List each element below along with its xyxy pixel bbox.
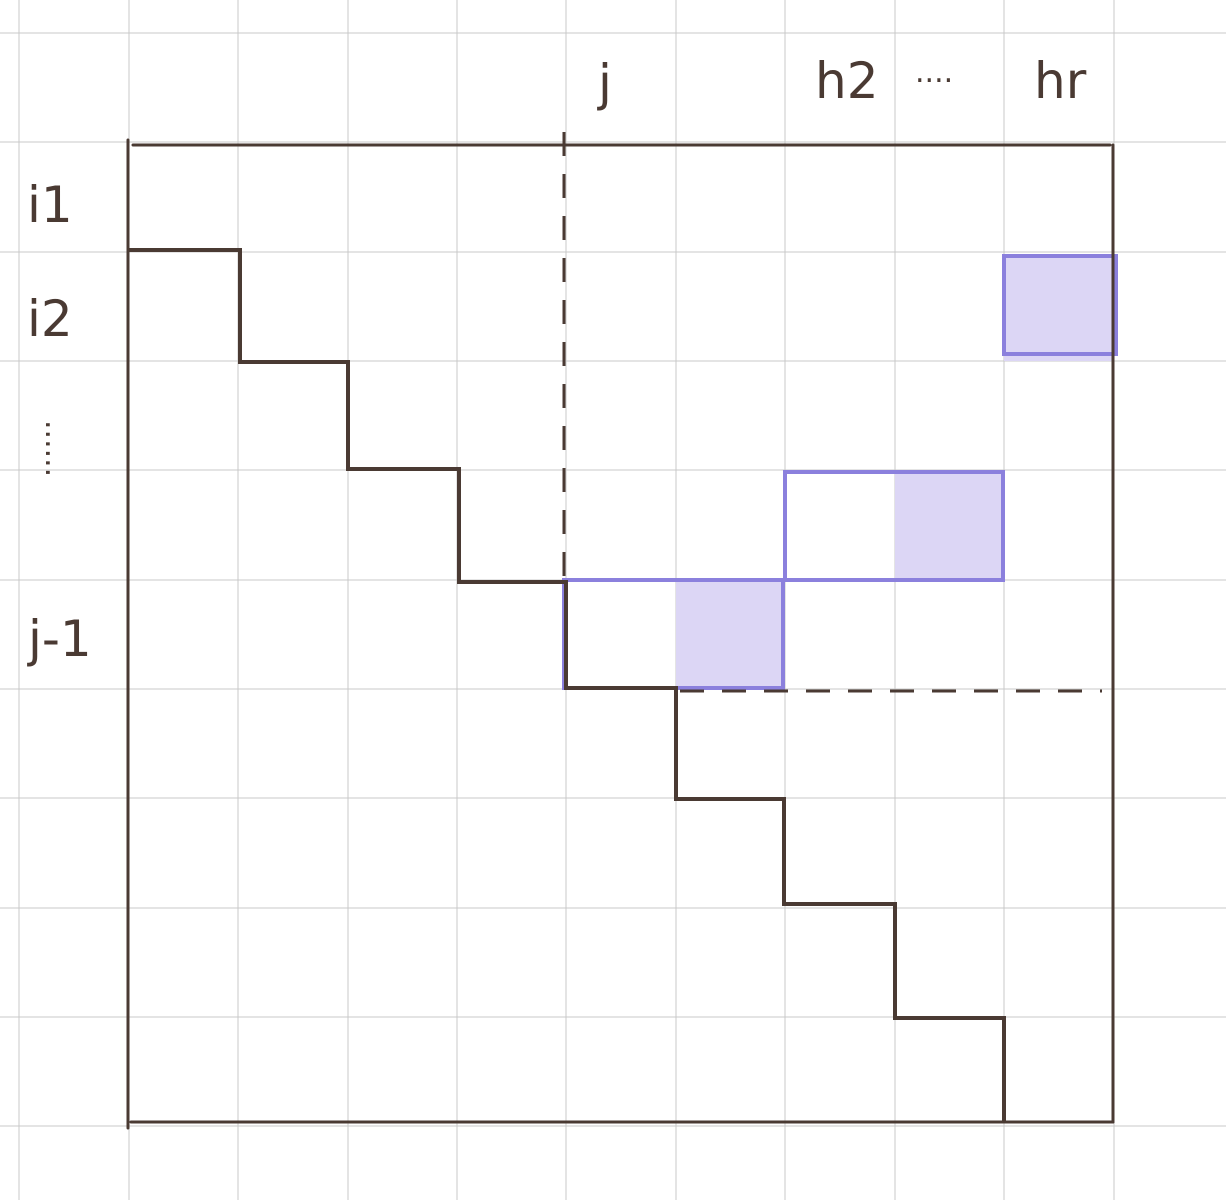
matrix-frame xyxy=(126,138,1115,1130)
highlighted-cells xyxy=(676,254,1114,689)
outline-block-middle-row xyxy=(783,470,1005,582)
row-label-ellipsis: ...... xyxy=(38,420,73,477)
column-label-ellipsis: .... xyxy=(915,55,953,90)
shaded-cell-row-j-1 xyxy=(676,580,785,689)
row-label-i1: i1 xyxy=(27,176,73,234)
column-label-h2: h2 xyxy=(815,52,879,110)
column-label-hr: hr xyxy=(1034,52,1087,110)
row-label-j-minus-1: j-1 xyxy=(27,610,92,668)
staircase-boundary xyxy=(128,248,1006,1122)
column-label-j: j xyxy=(597,54,612,112)
row-label-i2: i2 xyxy=(27,290,73,348)
shaded-cell-row-i2 xyxy=(1004,254,1114,361)
outline-block-row-i2 xyxy=(1002,254,1118,356)
shaded-cell-middle-row xyxy=(895,470,1004,580)
